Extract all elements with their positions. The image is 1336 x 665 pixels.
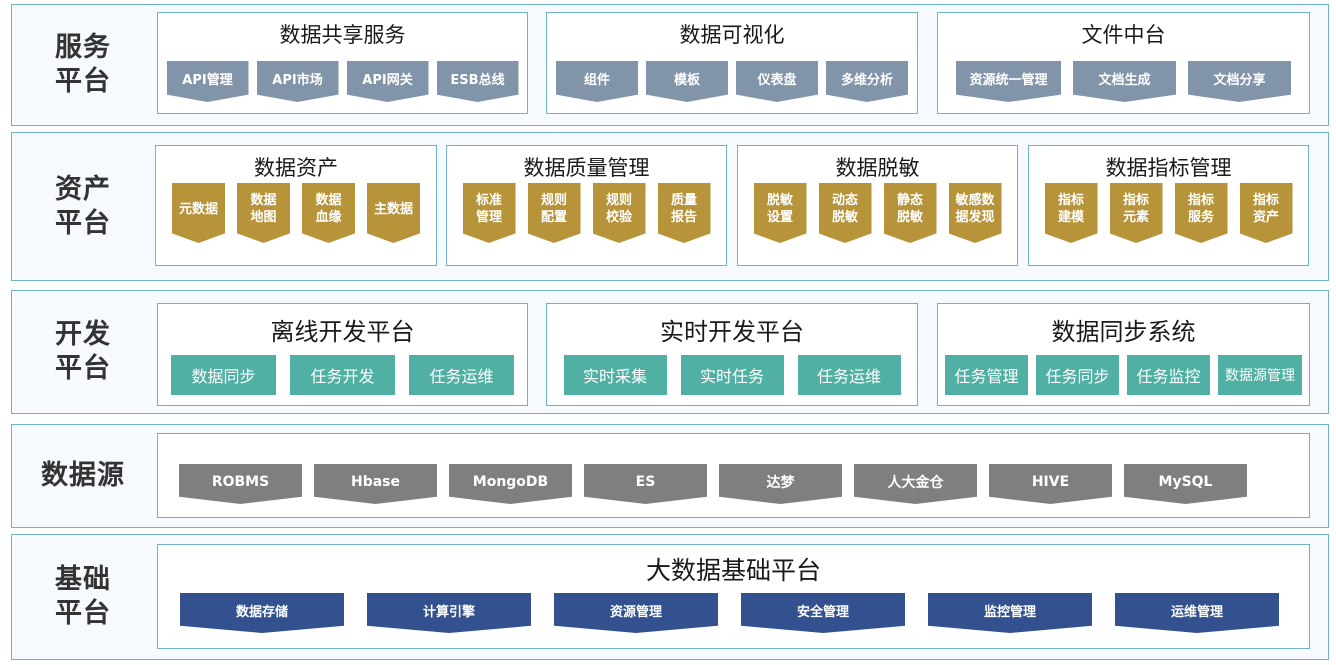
module-task-dev: 任务开发 [290,355,395,395]
band-label-asset: 资产 平台 [55,173,111,239]
module-standard-management: 标准 管理 [462,183,516,243]
module-metric-modeling: 指标 建模 [1044,183,1098,243]
module-task-monitoring: 任务监控 [1127,355,1210,395]
module-masking-settings: 脱敏 设置 [753,183,807,243]
module-task-ops: 任务运维 [797,355,901,395]
panel-bigdata-base-platform: 大数据基础平台 数据存储 计算引擎 资源管理 安全管理 监控管理 运维管理 [157,544,1310,649]
module-metric-service: 指标 服务 [1174,183,1228,243]
module-security-management: 安全管理 [741,593,905,633]
panel-title: 离线开发平台 [270,318,415,346]
panel-data-sharing-service: 数据共享服务 API管理 API市场 API网关 ESB总线 [157,12,528,114]
source-hive: HIVE [989,464,1112,504]
panel-file-center: 文件中台 资源统一管理 文档生成 文档分享 [937,12,1310,114]
source-dameng: 达梦 [719,464,842,504]
source-kingbase: 人大金仓 [854,464,977,504]
module-data-map: 数据 地图 [237,183,290,243]
panel-data-quality: 数据质量管理 标准 管理 规则 配置 规则 校验 质量 报告 [446,145,727,266]
module-task-ops: 任务运维 [409,355,514,395]
panel-title: 数据质量管理 [523,156,650,180]
module-metadata: 元数据 [172,183,225,243]
panel-title: 文件中台 [1081,23,1166,47]
panel-data-sync-system: 数据同步系统 任务管理 任务同步 任务监控 数据源管理 [937,303,1310,406]
panel-title: 数据共享服务 [279,23,406,47]
module-rule-check: 规则 校验 [592,183,646,243]
band-label-dev: 开发 平台 [55,319,111,384]
source-hbase: Hbase [314,464,437,504]
panel-title: 数据同步系统 [1051,318,1196,346]
module-resource-unified-management: 资源统一管理 [956,61,1061,102]
source-mongodb: MongoDB [449,464,572,504]
module-metric-elements: 指标 元素 [1109,183,1163,243]
module-data-sync: 数据同步 [171,355,276,395]
dev-platform-band: 开发 平台 离线开发平台 数据同步 任务开发 任务运维 实时开发平台 实时采集 … [11,290,1329,414]
module-template: 模板 [646,61,728,102]
panel-title: 数据可视化 [679,23,785,47]
source-es: ES [584,464,707,504]
panel-data-metrics: 数据指标管理 指标 建模 指标 元素 指标 服务 指标 资产 [1028,145,1309,266]
module-realtime-collection: 实时采集 [563,355,667,395]
panel-title: 数据资产 [254,156,338,180]
module-data-lineage: 数据 血缘 [302,183,355,243]
module-sensitive-data-discovery: 敏感数 据发现 [948,183,1002,243]
panel-data-visualization: 数据可视化 组件 模板 仪表盘 多维分析 [546,12,918,114]
service-platform-band: 服务 平台 数据共享服务 API管理 API市场 API网关 ESB总线 数据可… [11,4,1329,126]
source-robms: ROBMS [179,464,302,504]
module-esb-bus: ESB总线 [436,61,519,102]
module-master-data: 主数据 [367,183,420,243]
panel-title: 数据脱敏 [835,156,920,180]
panel-title: 数据指标管理 [1105,156,1232,180]
module-resource-management: 资源管理 [554,593,718,633]
panel-datasources: ROBMS Hbase MongoDB ES 达梦 人大金仓 HIVE MySQ… [157,433,1310,518]
module-dynamic-masking: 动态 脱敏 [818,183,872,243]
base-platform-band: 基础 平台 大数据基础平台 数据存储 计算引擎 资源管理 安全管理 监控管理 运… [11,534,1329,660]
module-task-sync: 任务同步 [1036,355,1119,395]
module-data-storage: 数据存储 [180,593,344,633]
band-label-datasource: 数据源 [41,460,125,491]
asset-platform-band: 资产 平台 数据资产 元数据 数据 地图 数据 血缘 主数据 数据质量管理 标准… [11,132,1329,281]
datasource-band: 数据源 ROBMS Hbase MongoDB ES 达梦 人大金仓 HIVE … [11,424,1329,528]
panel-data-asset: 数据资产 元数据 数据 地图 数据 血缘 主数据 [155,145,437,266]
module-metric-assets: 指标 资产 [1239,183,1293,243]
module-datasource-management: 数据源管理 [1218,355,1302,395]
module-document-generation: 文档生成 [1073,61,1176,102]
panel-realtime-dev: 实时开发平台 实时采集 实时任务 任务运维 [546,303,918,406]
panel-title: 实时开发平台 [660,318,804,346]
module-dashboard: 仪表盘 [736,61,818,102]
band-label-service: 服务 平台 [55,32,111,97]
panel-title: 大数据基础平台 [645,556,821,585]
panel-data-masking: 数据脱敏 脱敏 设置 动态 脱敏 静态 脱敏 敏感数 据发现 [737,145,1018,266]
module-task-management: 任务管理 [945,355,1028,395]
source-mysql: MySQL [1124,464,1247,504]
module-realtime-task: 实时任务 [680,355,784,395]
panel-offline-dev: 离线开发平台 数据同步 任务开发 任务运维 [157,303,528,406]
module-ops-management: 运维管理 [1115,593,1279,633]
module-api-gateway: API网关 [346,61,429,102]
module-static-masking: 静态 脱敏 [883,183,937,243]
module-multidim-analysis: 多维分析 [826,61,908,102]
band-label-base: 基础 平台 [55,564,111,629]
module-document-sharing: 文档分享 [1188,61,1291,102]
module-monitoring-management: 监控管理 [928,593,1092,633]
module-api-market: API市场 [256,61,339,102]
module-api-management: API管理 [166,61,249,102]
module-compute-engine: 计算引擎 [367,593,531,633]
module-component: 组件 [556,61,638,102]
module-rule-config: 规则 配置 [527,183,581,243]
module-quality-report: 质量 报告 [657,183,711,243]
